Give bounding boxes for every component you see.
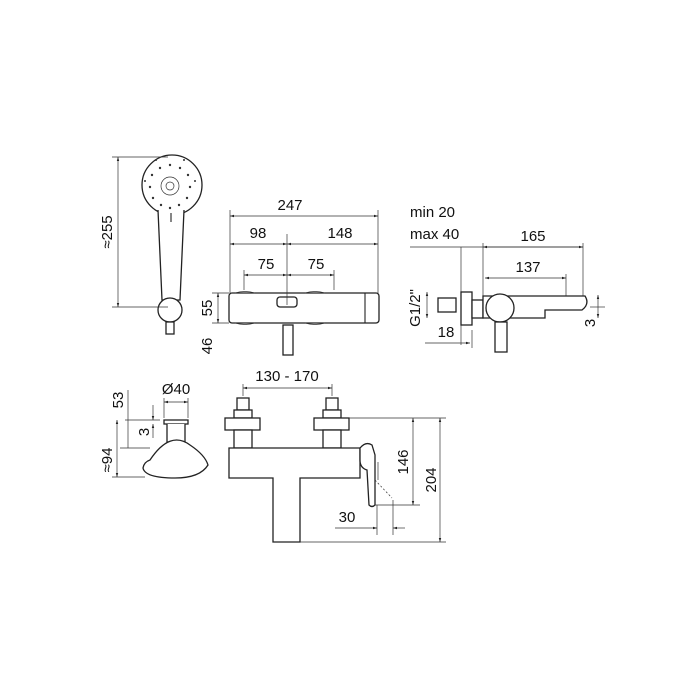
dim-left-offset: 98 [250, 225, 267, 242]
left-inlet [224, 397, 261, 449]
dim-spout-reach: 137 [515, 259, 540, 276]
dim-right-offset: 148 [327, 225, 352, 242]
dim-wall-max: max 40 [410, 226, 459, 243]
mixer-top-view: 247 98 148 75 75 55 46 [199, 197, 380, 356]
shower-holder-view: Ø40 53 3 ≈94 [99, 381, 209, 479]
dim-total-height: 204 [423, 467, 440, 492]
spray-nozzles-icon [144, 159, 196, 210]
dim-total-width: 247 [277, 197, 302, 214]
dim-wall-min: min 20 [410, 204, 455, 221]
hand-shower: ≈255 [99, 154, 203, 335]
dim-holder-height: 53 [110, 392, 127, 409]
dim-thread: G1/2" [407, 289, 424, 327]
dim-spout-height: 146 [395, 449, 412, 474]
dim-holder-offset: 3 [136, 428, 153, 436]
mixer-front-view: 130 - 170 146 204 30 [224, 368, 446, 543]
dim-body-depth: 55 [199, 300, 216, 317]
dim-projection: 165 [520, 228, 545, 245]
dim-spout-drop: 3 [582, 319, 599, 327]
dim-right-inlet: 75 [308, 256, 325, 273]
dim-spout-offset: 30 [339, 509, 356, 526]
dim-holder-total: ≈94 [99, 448, 116, 473]
dim-left-inlet: 75 [258, 256, 275, 273]
right-inlet [313, 397, 350, 449]
dim-holder-diameter: Ø40 [162, 381, 190, 398]
dim-hand-shower-height: ≈255 [99, 215, 116, 248]
dim-eccentric: 18 [438, 324, 455, 341]
dim-centres: 130 - 170 [255, 368, 318, 385]
mixer-side-view: min 20 max 40 165 137 18 G1/2" 3 [407, 204, 605, 353]
dim-outlet-depth: 46 [199, 338, 216, 355]
